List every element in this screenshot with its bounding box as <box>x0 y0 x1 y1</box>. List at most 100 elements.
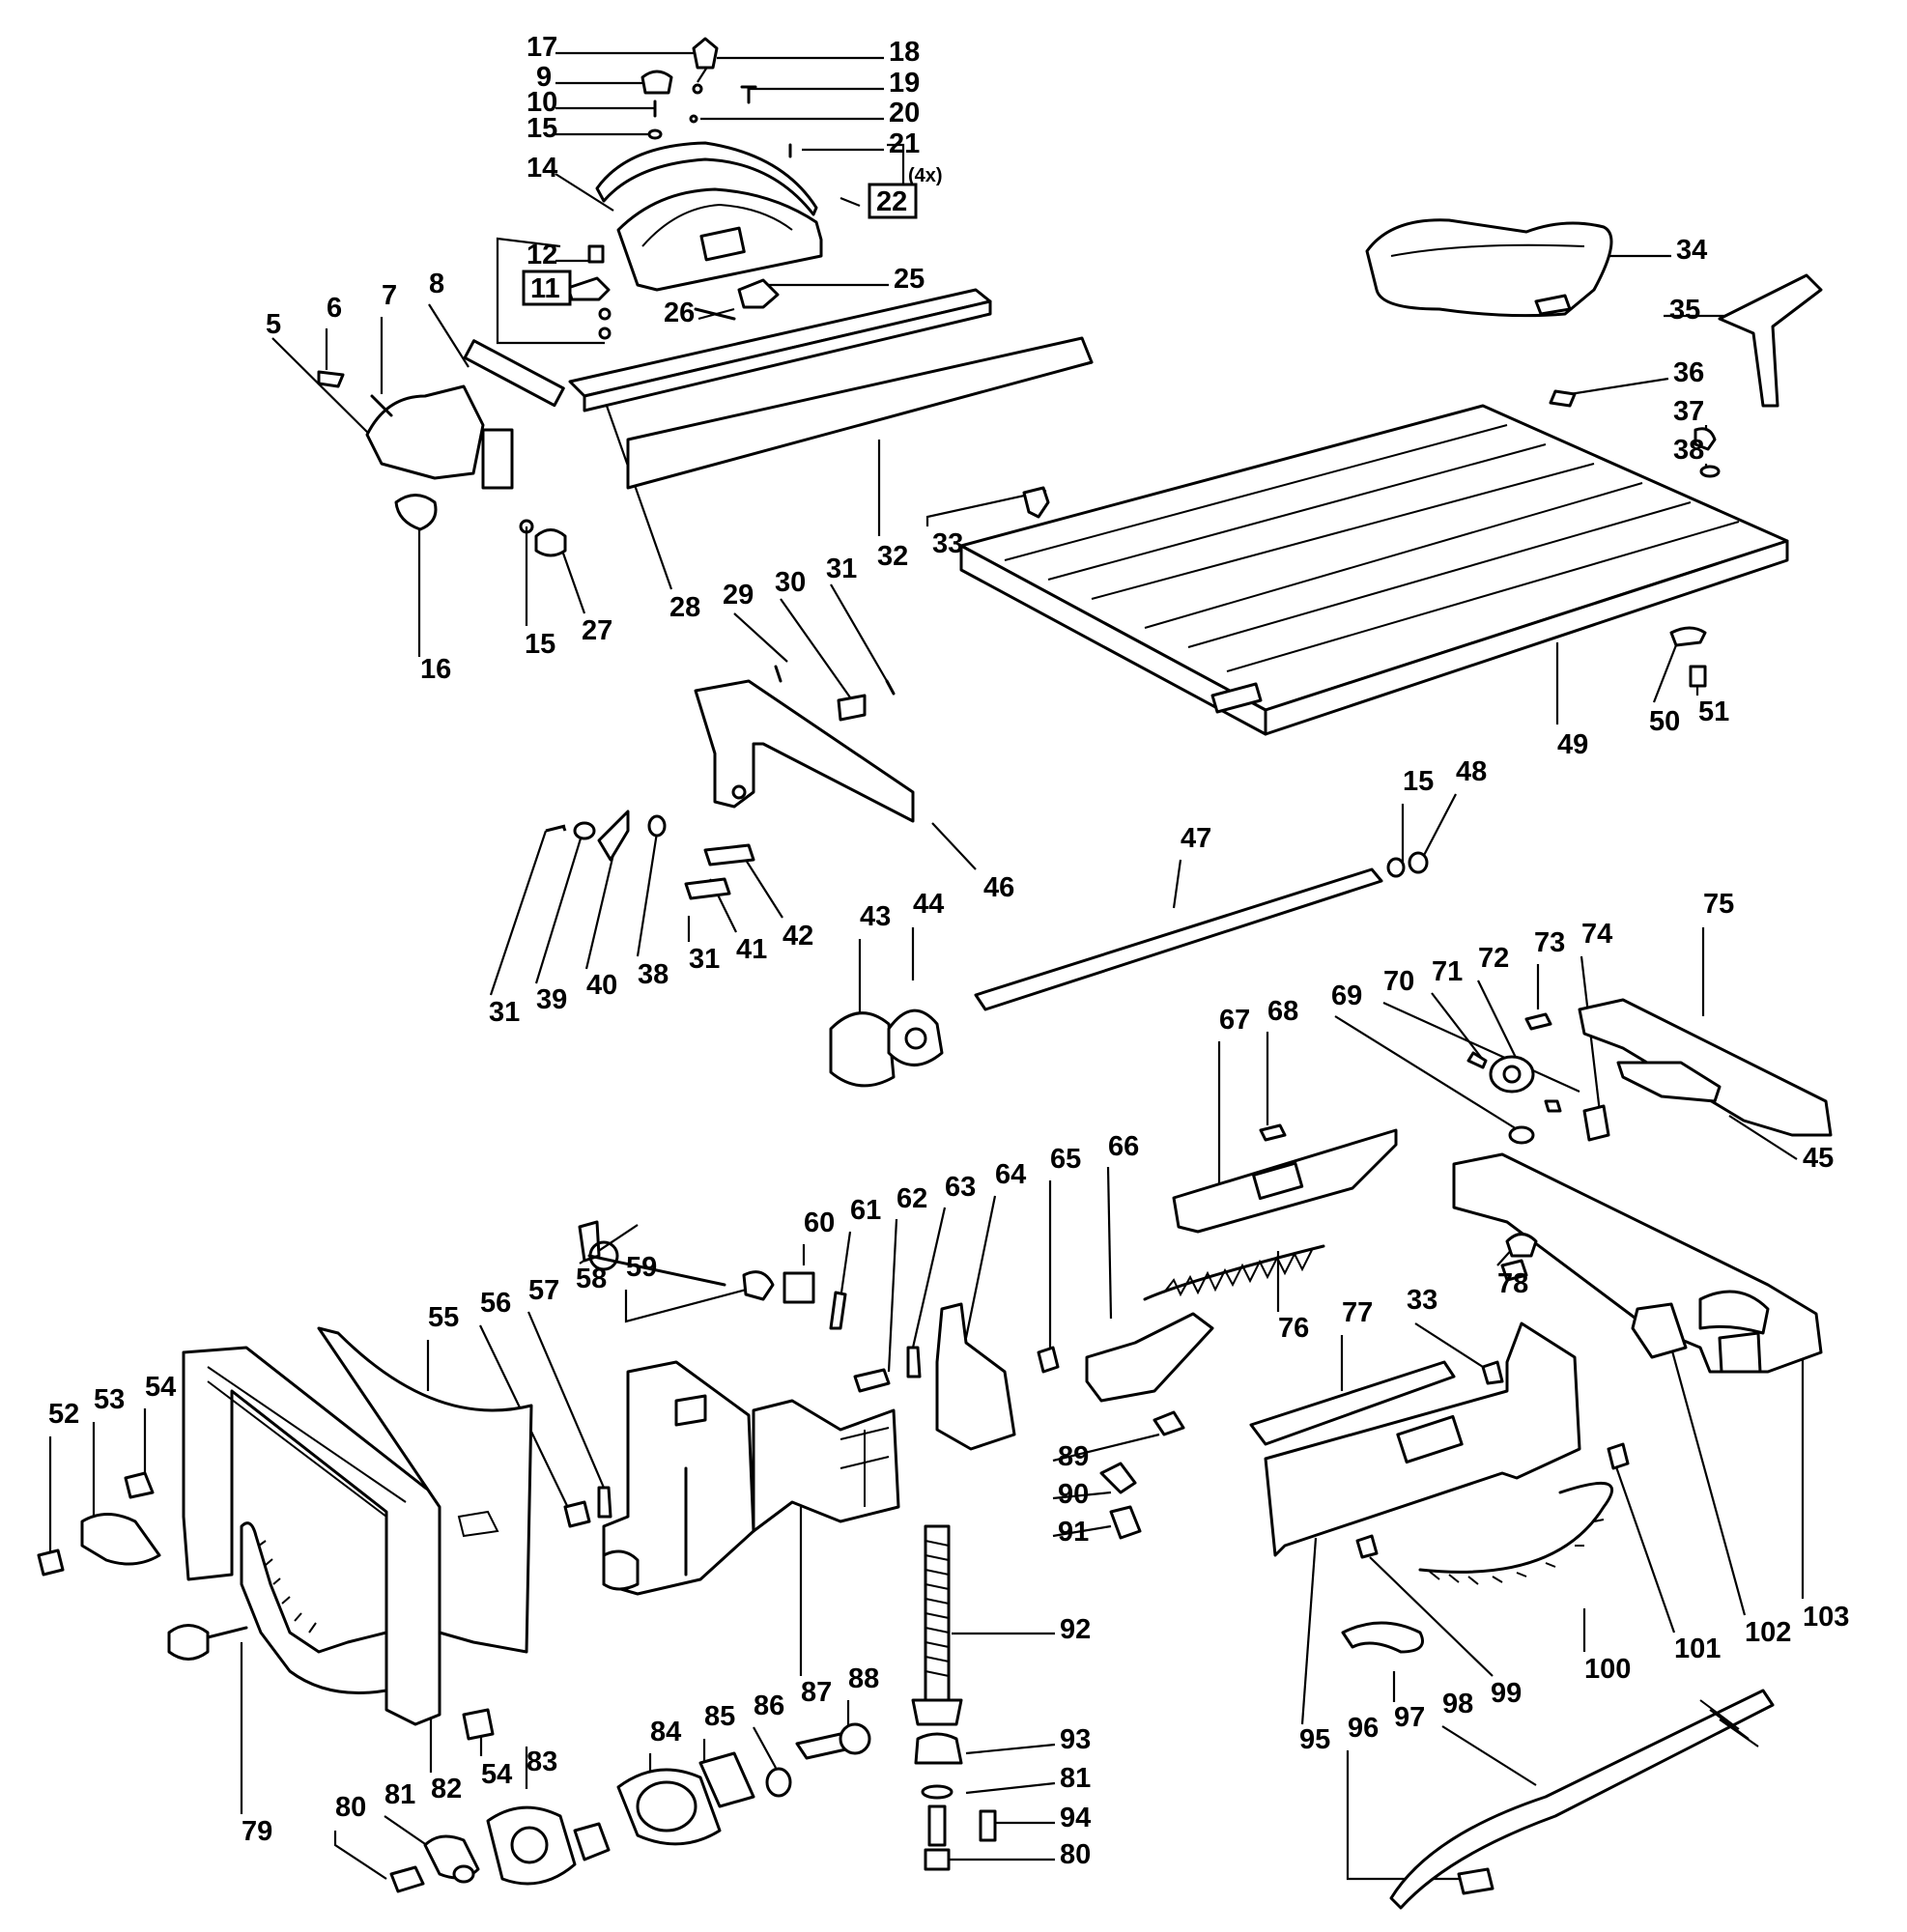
callout-number: (4x) <box>908 165 943 186</box>
callout-37: 37 <box>1673 396 1704 427</box>
callout-number: 36 <box>1673 357 1704 388</box>
callout-number: 64 <box>995 1159 1026 1190</box>
callout-number: 101 <box>1674 1634 1721 1664</box>
callout-54: 54 <box>145 1372 176 1403</box>
callout-98: 98 <box>1442 1689 1473 1719</box>
fence-rail <box>568 288 1094 490</box>
callout-39: 39 <box>536 984 567 1015</box>
callout-number: 94 <box>1060 1803 1091 1833</box>
callout-41: 41 <box>736 934 767 965</box>
callout-number: 32 <box>877 541 908 572</box>
callout-56: 56 <box>480 1288 511 1319</box>
callout-number: 29 <box>723 580 754 611</box>
callout-15: 15 <box>525 629 555 660</box>
callout-27: 27 <box>582 615 612 646</box>
callout-number: 54 <box>481 1759 512 1790</box>
callout-21: 21 <box>889 128 920 159</box>
callout-79: 79 <box>242 1816 272 1847</box>
callout-5: 5 <box>266 309 281 340</box>
callout-number: 39 <box>536 984 567 1015</box>
callout-85: 85 <box>704 1701 735 1732</box>
callout-30: 30 <box>775 567 806 598</box>
callout-28: 28 <box>669 592 700 623</box>
callout-11: 11 <box>522 270 572 306</box>
callout-number: 16 <box>420 654 451 685</box>
callout-number: 15 <box>525 629 555 660</box>
callout-93: 93 <box>1060 1724 1091 1755</box>
callout-80: 80 <box>335 1792 366 1823</box>
callout-58: 58 <box>576 1264 607 1294</box>
callout-number: 15 <box>1403 766 1434 797</box>
callout-number: 96 <box>1348 1713 1379 1744</box>
callout-number: 44 <box>913 889 944 920</box>
callout-15: 15 <box>1403 766 1434 797</box>
left-frame <box>37 1326 612 1741</box>
callout-number: 82 <box>431 1774 462 1804</box>
callout-number: 56 <box>480 1288 511 1319</box>
callout-number: 99 <box>1491 1678 1522 1709</box>
callout-number: 12 <box>527 240 557 270</box>
callout-14: 14 <box>527 153 557 184</box>
callout-number: 87 <box>801 1677 832 1708</box>
support-bracket <box>545 665 915 900</box>
callout-number: 74 <box>1581 919 1612 950</box>
callout-38: 38 <box>638 959 669 990</box>
callout-number: 75 <box>1703 889 1734 920</box>
callout-number: 80 <box>335 1792 366 1823</box>
callout-20: 20 <box>889 98 920 128</box>
callout-number: 35 <box>1669 295 1700 326</box>
callout-55: 55 <box>428 1302 459 1333</box>
callout-59: 59 <box>626 1252 657 1283</box>
callout-84: 84 <box>650 1717 681 1747</box>
center-brackets <box>783 1123 1538 1540</box>
callout-103: 103 <box>1803 1602 1849 1633</box>
callout-number: 43 <box>860 901 891 932</box>
callout-44: 44 <box>913 889 944 920</box>
callout-number: 103 <box>1803 1602 1849 1633</box>
table-top <box>959 404 1789 736</box>
handwheel-parts <box>389 1722 871 1893</box>
callout-number: 71 <box>1432 956 1463 987</box>
callout-31: 31 <box>689 944 720 975</box>
callout-78: 78 <box>1497 1268 1528 1299</box>
callout-38: 38 <box>1673 435 1704 466</box>
callout-91: 91 <box>1058 1517 1089 1548</box>
fence-assembly <box>317 339 567 557</box>
callout-101: 101 <box>1674 1634 1721 1664</box>
callout-76: 76 <box>1278 1313 1309 1344</box>
callout-36: 36 <box>1673 357 1704 388</box>
callout-number: 47 <box>1181 823 1211 854</box>
callout-number: 5 <box>266 309 281 340</box>
callout-box <box>868 183 918 219</box>
callout-number: 69 <box>1331 980 1362 1011</box>
callout-number: 21 <box>889 128 920 159</box>
callout-81: 81 <box>384 1779 415 1810</box>
callout-number: 86 <box>754 1690 784 1721</box>
callout-71: 71 <box>1432 956 1463 987</box>
callout-number: 102 <box>1745 1617 1791 1648</box>
callout-31: 31 <box>826 554 857 584</box>
callout-69: 69 <box>1331 980 1362 1011</box>
callout-number: 72 <box>1478 943 1509 974</box>
callout-32: 32 <box>877 541 908 572</box>
callout-9: 9 <box>536 62 552 93</box>
callout-54: 54 <box>481 1759 512 1790</box>
callout-45: 45 <box>1803 1143 1834 1174</box>
callout-number: 65 <box>1050 1144 1081 1175</box>
callout-number: 90 <box>1058 1479 1089 1510</box>
callout-number: 22 <box>876 186 907 217</box>
callout-number: 68 <box>1267 996 1298 1027</box>
callout-63: 63 <box>945 1172 976 1203</box>
callout-29: 29 <box>723 580 754 611</box>
callout-51: 51 <box>1698 696 1729 727</box>
callout-53: 53 <box>94 1384 125 1415</box>
callout-number: 58 <box>576 1264 607 1294</box>
right-rail <box>1466 998 1833 1145</box>
callout-67: 67 <box>1219 1005 1250 1036</box>
callout-82: 82 <box>431 1774 462 1804</box>
callout-number: 42 <box>783 921 813 952</box>
callout-31: 31 <box>489 997 520 1028</box>
callout-99: 99 <box>1491 1678 1522 1709</box>
callout-number: 73 <box>1534 927 1565 958</box>
